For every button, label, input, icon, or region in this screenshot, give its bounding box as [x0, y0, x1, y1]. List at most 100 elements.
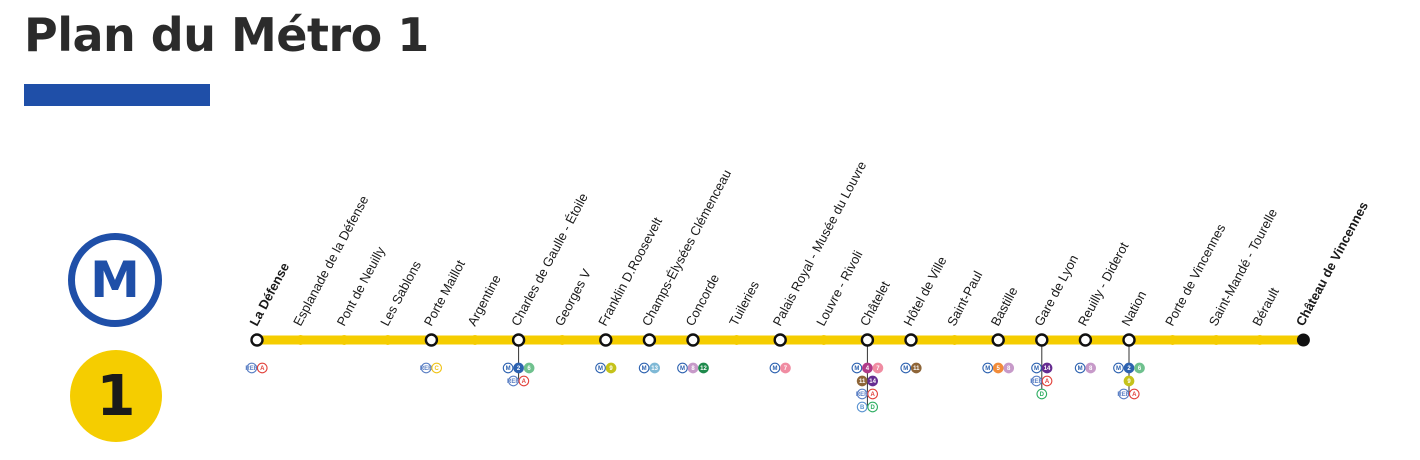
connection-label: D [870, 405, 875, 411]
connection-badge-a [1041, 375, 1053, 387]
connection-label: 5 [997, 366, 1001, 372]
connection-label: C [434, 366, 439, 372]
station-label: Gare de Lyon [1031, 252, 1081, 328]
connection-badge-m [900, 362, 912, 374]
connection-badge-a [518, 375, 530, 387]
connection-label: M [985, 366, 990, 372]
station-marker [731, 335, 742, 345]
station-label: Argentine [464, 272, 503, 328]
connection-label: 9 [1127, 379, 1131, 385]
station-label: Châtelet [857, 278, 893, 328]
connection-label: A [522, 379, 527, 385]
connection-label: 8 [1089, 366, 1093, 372]
connection-badge-4 [862, 362, 873, 374]
connection-badge-11 [856, 375, 868, 387]
connection-badge-12 [698, 362, 709, 374]
connection-label: M [854, 366, 859, 372]
connection-label: 7 [784, 366, 788, 372]
connection-badge-9 [1123, 375, 1135, 387]
station-marker [470, 335, 480, 345]
connection-badge-a [867, 388, 879, 400]
connection-badge-9 [605, 362, 617, 374]
station-marker [382, 335, 393, 345]
connection-badge-d [1036, 388, 1048, 400]
connection-label: 11 [859, 379, 866, 385]
connection-label: B [860, 405, 865, 411]
terminus-marker [1296, 333, 1310, 347]
connection-badge-m [1031, 362, 1042, 374]
station-marker [295, 335, 306, 345]
connection-badge-13 [649, 362, 661, 374]
connection-label: 12 [700, 366, 707, 372]
connection-label: 6 [527, 366, 531, 372]
interchange-marker [1122, 333, 1136, 347]
connection-badge-m [982, 362, 994, 374]
station-marker [557, 335, 568, 345]
connection-badge-6 [1134, 362, 1145, 374]
connection-badge-11 [910, 362, 922, 374]
connection-badge-m [1113, 362, 1124, 374]
station-label: Charles de Gaulle - Étoile [508, 191, 591, 329]
interchange-marker [511, 333, 526, 347]
connection-badge-14 [867, 375, 879, 387]
connection-badge-b [856, 401, 868, 413]
connection-badge-7 [780, 362, 791, 374]
connection-label: 7 [876, 366, 880, 372]
station-label: Palais Royal - Musée du Louvre [770, 159, 870, 329]
station-label: Hôtel de Ville [900, 254, 949, 328]
connection-badge-2 [1123, 362, 1135, 374]
station-label: Concorde [682, 272, 722, 329]
station-marker [1254, 335, 1265, 345]
station-marker [1211, 335, 1222, 345]
station-label: Esplanade de la Défense [290, 193, 371, 328]
connection-label: RER [856, 392, 869, 398]
connection-label: M [642, 366, 647, 372]
page-title: Plan du Métro 1 [24, 8, 429, 62]
connection-label: RER [1117, 392, 1130, 398]
interchange-marker [642, 333, 657, 347]
connection-label: 11 [913, 366, 920, 372]
connection-label: D [1040, 392, 1045, 398]
connection-label: 6 [1138, 366, 1142, 372]
connection-label: M [506, 366, 511, 372]
station-label: Georges V [552, 266, 595, 328]
connection-badge-rer [507, 375, 519, 387]
connection-label: M [598, 366, 603, 372]
connection-label: A [870, 392, 875, 398]
station-label: Nation [1118, 288, 1149, 328]
connection-label: 14 [869, 379, 876, 385]
line-number-badge: 1 [70, 350, 162, 442]
connection-badge-c [431, 362, 443, 374]
connection-label: M [903, 366, 908, 372]
interchange-marker [250, 333, 264, 347]
connection-label: M [680, 366, 685, 372]
connection-badge-8 [1085, 362, 1096, 374]
connection-badge-8 [687, 362, 699, 374]
interchange-marker [1035, 333, 1049, 347]
station-marker [949, 335, 960, 345]
station-label: Les Sablons [377, 258, 424, 329]
connection-badge-m [769, 362, 781, 374]
connection-label: 2 [1127, 366, 1131, 372]
connection-label: M [772, 366, 777, 372]
connection-badge-2 [513, 362, 524, 374]
interchange-marker [904, 333, 918, 347]
interchange-marker [991, 333, 1005, 347]
station-label: Porte Maillot [421, 257, 468, 328]
connection-label: 9 [609, 366, 613, 372]
connection-badge-6 [523, 362, 535, 374]
station-label: Louvre - Rivoli [813, 248, 865, 329]
interchange-marker [860, 333, 875, 347]
connection-label: RER [507, 379, 520, 385]
connection-label: A [1045, 379, 1050, 385]
connection-label: RER [1030, 379, 1043, 385]
station-label: Saint-Paul [944, 268, 985, 328]
station-marker [818, 335, 829, 345]
station-marker [339, 335, 350, 345]
station-label: Champs-Élysées Clémenceau [639, 167, 734, 328]
connection-badge-7 [872, 362, 884, 374]
interchange-marker [424, 333, 439, 347]
connection-label: 8 [691, 366, 695, 372]
connection-badge-8 [1003, 362, 1015, 374]
